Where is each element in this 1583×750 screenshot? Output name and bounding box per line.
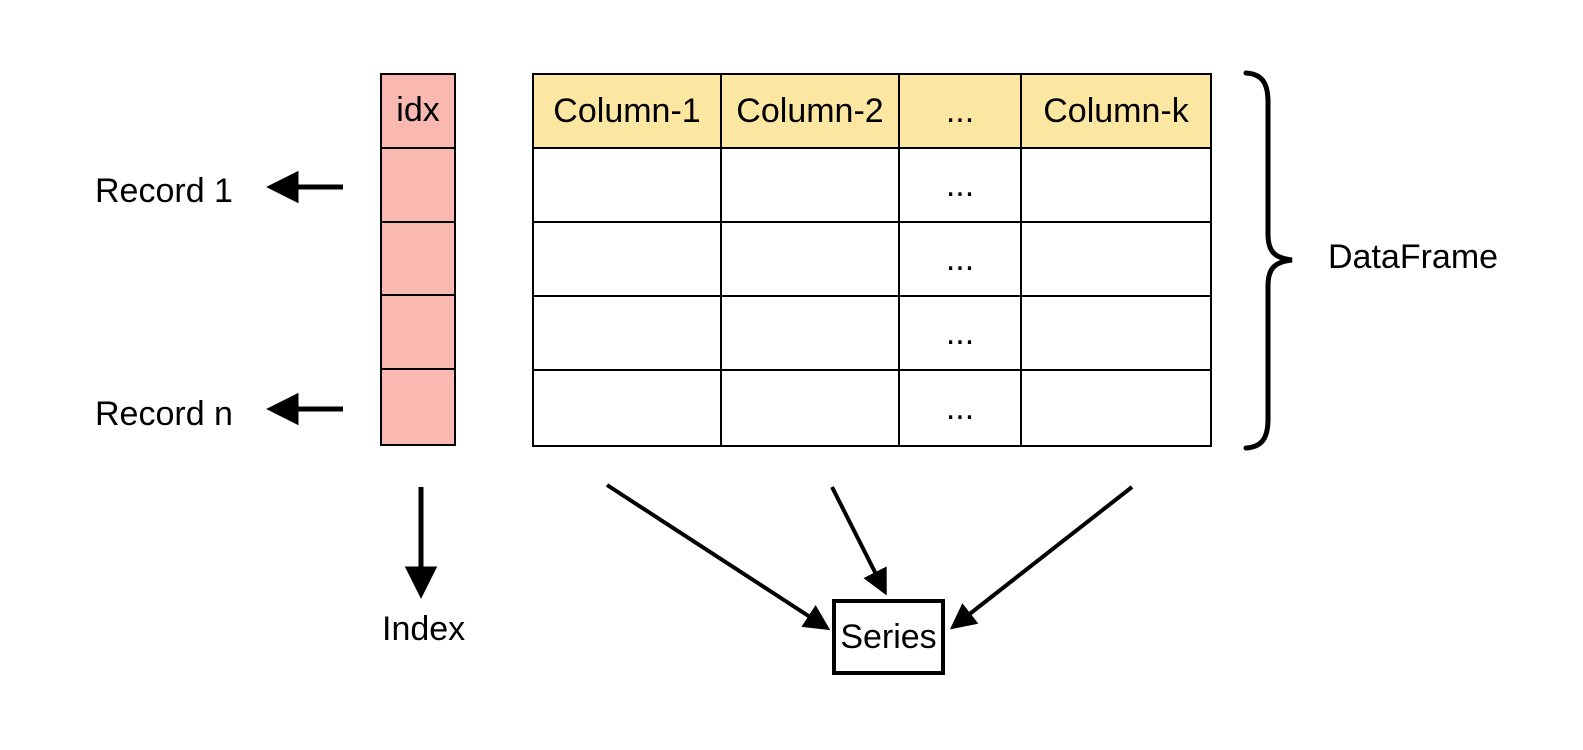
series-box: Series <box>832 599 945 675</box>
column-header-k: Column-k <box>1022 75 1210 149</box>
table-cell <box>722 297 900 371</box>
dataframe-table: Column-1 Column-2 ... Column-k ... ... .… <box>532 73 1212 447</box>
column2-to-series-arrow <box>830 486 887 596</box>
record-first-label: Record 1 <box>95 172 233 210</box>
table-cell-ellipsis: ... <box>900 371 1022 445</box>
index-column-header: idx <box>382 75 454 149</box>
table-cell-ellipsis: ... <box>900 149 1022 223</box>
columnk-to-series-arrow <box>949 485 1134 630</box>
table-cell <box>722 223 900 297</box>
index-label: Index <box>382 610 466 648</box>
index-cell <box>382 370 454 444</box>
table-cell <box>722 149 900 223</box>
table-cell <box>534 297 722 371</box>
table-cell <box>534 371 722 445</box>
column1-to-series-arrow <box>605 483 831 631</box>
column-header-ellipsis: ... <box>900 75 1022 149</box>
table-cell <box>1022 297 1210 371</box>
dataframe-brace <box>1243 70 1293 451</box>
table-cell <box>722 371 900 445</box>
table-cell <box>534 149 722 223</box>
series-label: Series <box>840 617 937 656</box>
index-cell <box>382 222 454 297</box>
table-cell-ellipsis: ... <box>900 223 1022 297</box>
record-last-label: Record n <box>95 395 233 433</box>
table-cell <box>534 223 722 297</box>
table-cell <box>1022 149 1210 223</box>
dataframe-label: DataFrame <box>1328 238 1499 276</box>
column-header-1: Column-1 <box>534 75 722 149</box>
table-cell-ellipsis: ... <box>900 297 1022 371</box>
table-cell <box>1022 371 1210 445</box>
column-header-2: Column-2 <box>722 75 900 149</box>
index-column: idx <box>380 73 456 446</box>
index-cell <box>382 296 454 370</box>
index-cell <box>382 148 454 223</box>
table-cell <box>1022 223 1210 297</box>
